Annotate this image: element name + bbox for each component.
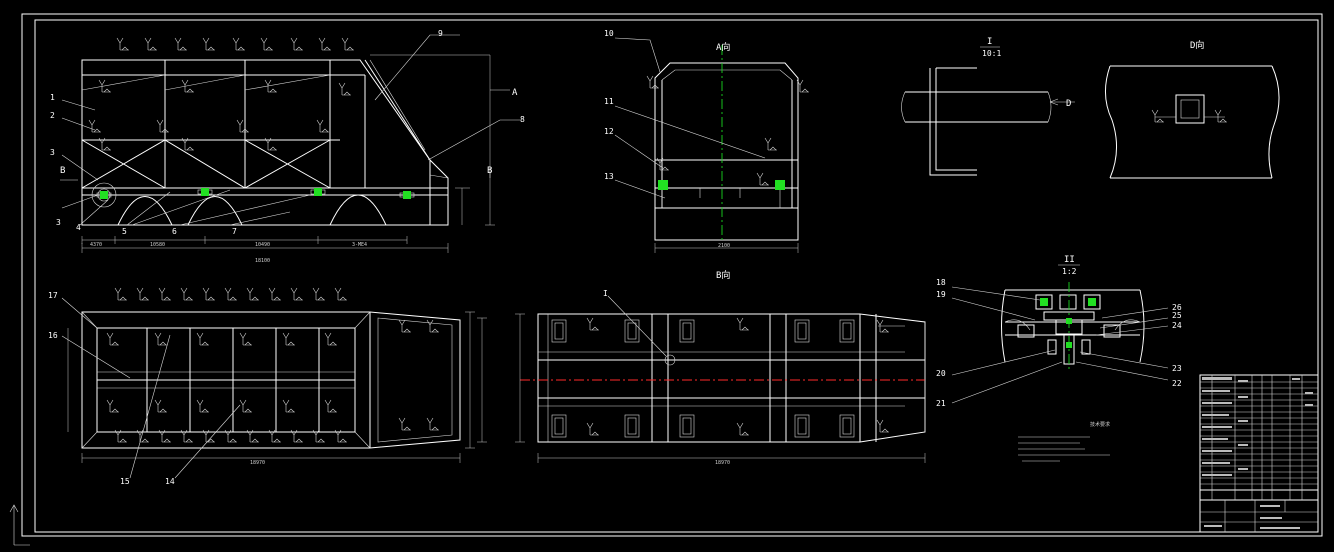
balloon-8: 8 [520,115,525,124]
balloon-4: 4 [76,223,81,232]
section-b-view: 18970 B向 I [515,269,926,466]
balloon-9: 9 [438,29,443,38]
balloon-20: 20 [936,369,946,378]
arrow-label-b-right: B [487,166,492,176]
detail-ii-name: II [1064,255,1075,265]
detail-i-name: I [987,37,992,47]
balloon-23: 23 [1172,364,1182,373]
svg-text:10580: 10580 [150,242,165,248]
balloon-18: 18 [936,278,946,287]
drawing-frame [21,13,1323,537]
balloon-25: 25 [1172,311,1182,320]
front-view: 4370 10580 10490 3-ME4 18100 [60,37,510,264]
arrow-label-b-left: B [60,166,65,176]
view-label-d: D向 [1190,39,1204,51]
svg-text:4370: 4370 [90,242,102,248]
top-view: 18970 17 16 15 14 [48,287,487,486]
balloon-22: 22 [1172,379,1182,388]
balloon-12: 12 [604,127,614,136]
balloon-2: 2 [50,111,55,120]
balloon-24: 24 [1172,321,1182,330]
balloon-21: 21 [936,399,946,408]
svg-text:3-ME4: 3-ME4 [352,242,367,248]
detail-ii-scale: 1:2 [1062,267,1077,276]
balloon-26: 26 [1172,303,1182,312]
view-label-a: A向 [716,41,730,53]
balloon-14: 14 [165,477,175,486]
balloon-7: 7 [232,227,237,236]
balloon-16: 16 [48,331,58,340]
detail-i-scale: 10:1 [982,49,1001,58]
balloon-15: 15 [120,477,130,486]
detail-i-view: I 10:1 D [901,37,1075,176]
balloon-6: 6 [172,227,177,236]
balloon-1: 1 [50,93,55,102]
balloon-3: 3 [50,148,55,157]
detail-ii-view: II 1:2 18 19 20 21 22 23 24 25 26 [936,255,1182,408]
title-block [1199,374,1319,533]
section-a-view: 2100 A向 10 11 12 13 [604,29,810,253]
svg-text:10490: 10490 [255,242,270,248]
section-d-view: D向 [1105,39,1280,179]
marker-i: I [603,289,608,298]
balloon-11: 11 [604,97,614,106]
balloon-3b: 3 [56,218,61,227]
svg-text:18100: 18100 [255,258,270,264]
balloon-13: 13 [604,172,614,181]
svg-text:18970: 18970 [715,460,730,466]
arrow-label-d: D [1066,99,1071,109]
front-view-callouts: 1 2 3 3 4 5 6 7 8 9 A B B [50,29,525,236]
arrow-label-a: A [512,88,518,98]
balloon-10: 10 [604,29,614,38]
balloon-5: 5 [122,227,127,236]
svg-text:2100: 2100 [718,243,730,249]
tech-req-title: 技术要求 [1090,421,1110,428]
technical-requirements: 技术要求 [1018,421,1110,462]
ucs-icon [9,504,30,546]
view-label-b: B向 [716,269,730,281]
balloon-17: 17 [48,291,58,300]
balloon-19: 19 [936,290,946,299]
svg-text:18970: 18970 [250,460,265,466]
